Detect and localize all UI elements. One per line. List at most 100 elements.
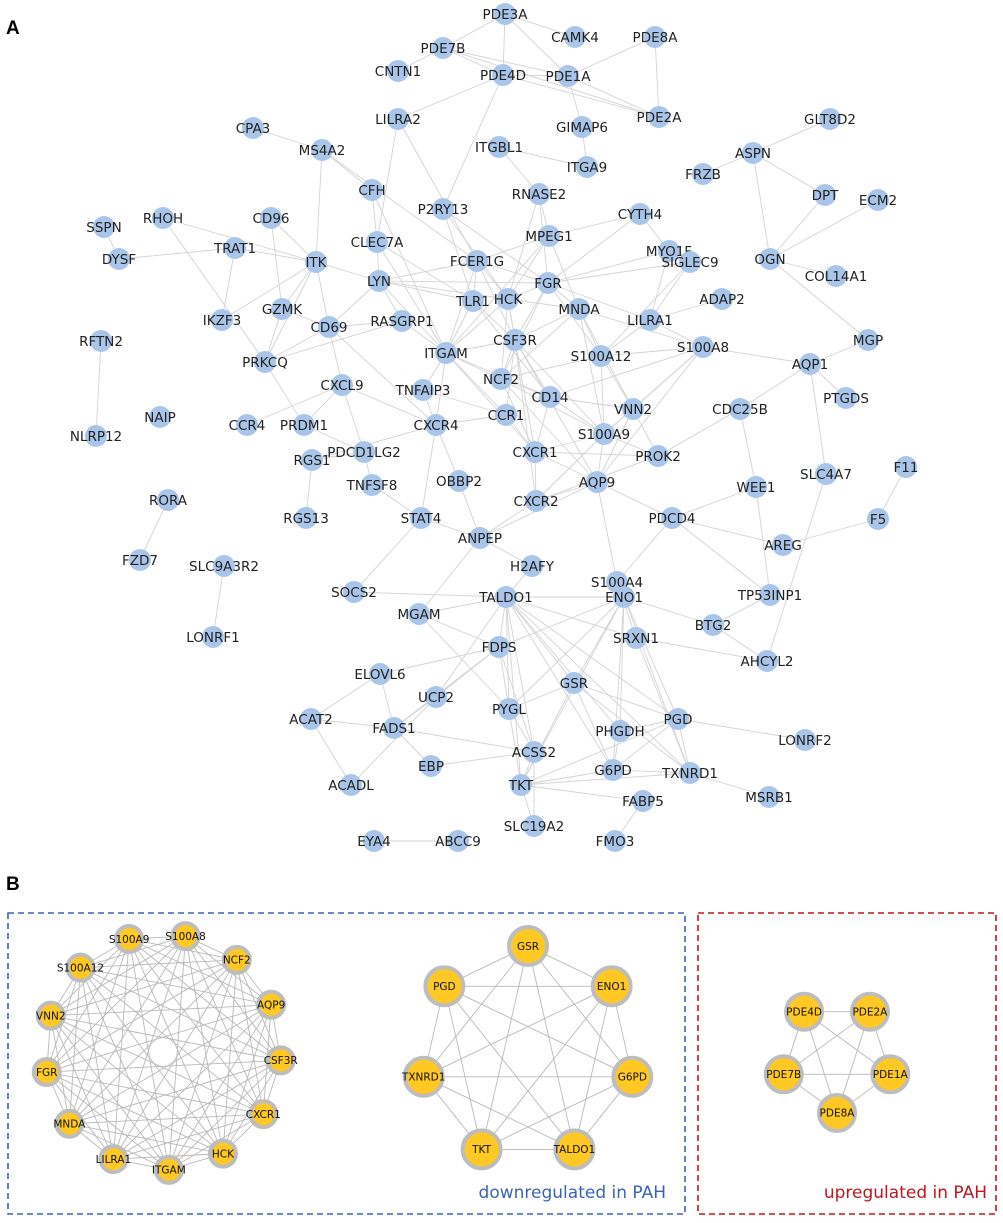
gene-node-acss2: ACSS2 — [512, 741, 556, 763]
gene-node-label: CXCR1 — [512, 445, 557, 461]
gene-node-label: UCP2 — [418, 690, 454, 706]
edge-aqp9-hck — [222, 1004, 272, 1154]
edge-aqp9-s100a12 — [80, 967, 272, 1006]
edge-cd69-cxcr4 — [328, 326, 437, 426]
gene-node-fcer1g: FCER1G — [450, 250, 504, 272]
gene-node-rnase2: RNASE2 — [512, 183, 566, 205]
gene-node-circle — [254, 351, 276, 373]
gene-node-circle — [622, 398, 644, 420]
gene-node-circle — [849, 991, 890, 1032]
edge-cxcr4-stat4 — [420, 424, 437, 519]
gene-node-label: PDE4D — [786, 1006, 822, 1018]
gene-node-circle — [772, 534, 794, 556]
gene-node-circle — [571, 116, 593, 138]
gene-node-circle — [202, 626, 224, 648]
edge-lonrf2-pgd — [677, 718, 806, 741]
gene-node-label: VNN2 — [36, 1010, 66, 1022]
gene-node-label: GLT8D2 — [804, 112, 856, 128]
edge-p2ry13-fgr — [442, 208, 549, 284]
edge-cxcl9-ccr4 — [246, 384, 343, 426]
gene-node-ebp: EBP — [418, 755, 444, 777]
edge-ncf2-hck — [222, 959, 238, 1154]
gene-node-circle — [661, 507, 683, 529]
gene-node-circle — [644, 26, 666, 48]
gene-node-circle — [702, 614, 724, 636]
gene-node-label: PDE1A — [546, 69, 592, 85]
gene-node-cxcr2: CXCR2 — [513, 490, 559, 512]
edge-eno1-g6pd — [612, 596, 625, 771]
edge-cxcr1-vnn2 — [50, 1015, 264, 1115]
gene-node-circle — [648, 106, 670, 128]
edge-itgam-vnn2 — [50, 1015, 170, 1171]
edge-tkt-txnrd1 — [520, 772, 691, 786]
edge-cdc25b-aqp1 — [739, 363, 811, 410]
gene-node-label: S100A8 — [677, 340, 729, 356]
edge-eno1-fdps — [498, 596, 625, 648]
gene-node-s100a8: S100A8 — [165, 921, 206, 952]
edge-prkcq-prdm1 — [264, 361, 305, 426]
gene-node-itga9: ITGA9 — [567, 156, 607, 178]
edge-csf3r-vnn2 — [50, 1015, 281, 1061]
edge-mnda-s100a8 — [578, 308, 704, 348]
gene-node-circle — [391, 310, 413, 332]
gene-node-label: FMO3 — [596, 834, 635, 850]
gene-node-fdps: FDPS — [482, 636, 516, 658]
gene-node-mnda: MNDA — [53, 1108, 86, 1139]
gene-node-mgp: MGP — [853, 329, 883, 351]
edge-g6pd-pgd — [444, 985, 633, 1078]
gene-node-eno1: ENO1 — [605, 586, 643, 608]
edge-gsr-pgd — [573, 682, 679, 720]
gene-node-pde2a: PDE2A — [637, 106, 682, 128]
gene-node-circle — [521, 555, 543, 577]
gene-node-circle — [658, 240, 680, 262]
edge-ncf2-cxcr1 — [236, 959, 264, 1115]
edge-taldo1-srxn1 — [505, 596, 637, 639]
edge-itgam-fgr — [46, 1071, 170, 1171]
gene-node-myo1f: MYO1F — [646, 240, 692, 262]
gene-node-label: FGR — [36, 1067, 57, 1079]
edge-ogn-ecm2 — [769, 199, 879, 260]
gene-node-circle — [825, 265, 847, 287]
gene-node-label: ITGAM — [424, 346, 468, 362]
gene-node-circle — [586, 471, 608, 493]
gene-node-f11: F11 — [894, 456, 918, 478]
gene-node-label: S100A4 — [591, 575, 643, 591]
gene-node-circle — [387, 60, 409, 82]
edge-myo1f-lilra1 — [649, 250, 670, 321]
edge-csf3r-s100a9 — [514, 339, 605, 435]
edge-eno1-btg2 — [623, 596, 714, 626]
gene-node-s100a8: S100A8 — [677, 336, 729, 358]
gene-node-slc4a7: SLC4A7 — [800, 463, 852, 485]
gene-node-circle — [447, 830, 469, 852]
gene-node-circle — [448, 470, 470, 492]
edge-cyth4-mpeg1 — [548, 213, 641, 237]
gene-node-circle — [590, 965, 633, 1008]
gene-node-circle — [301, 449, 323, 471]
edge-mpeg1-hck — [507, 235, 550, 300]
gene-node-sspn: SSPN — [86, 216, 122, 238]
gene-node-phgdh: PHGDH — [595, 720, 645, 742]
edge-fcer1g-lyn — [378, 260, 478, 282]
gene-node-gzmk: GZMK — [262, 298, 303, 320]
edge-gsr-tkt — [481, 945, 529, 1150]
gene-node-txnrd1: TXNRD1 — [661, 762, 718, 784]
gene-node-g6pd: G6PD — [594, 759, 632, 781]
edge-vnn2-aqp9 — [596, 408, 634, 483]
gene-node-mnda: MNDA — [558, 298, 600, 320]
gene-node-rasgrp1: RASGRP1 — [370, 310, 434, 332]
edge-aqp9-fgr — [46, 1004, 272, 1073]
gene-node-circle — [114, 923, 145, 954]
edge-pde4d-lilra2 — [397, 74, 504, 120]
edge-cdc25b-wee1 — [739, 408, 757, 488]
edge-ncf2-mnda — [69, 959, 238, 1125]
edge-ncf2-fgr — [46, 959, 237, 1073]
gene-node-circle — [170, 921, 201, 952]
edge-s100a8-itgam — [168, 936, 186, 1170]
edge-gsr-tkt — [520, 682, 575, 786]
gene-node-circle — [590, 345, 612, 367]
gene-node-lilra2: LILRA2 — [375, 108, 421, 130]
gene-node-circle — [557, 65, 579, 87]
gene-node-circle — [742, 142, 764, 164]
gene-node-circle — [504, 329, 526, 351]
